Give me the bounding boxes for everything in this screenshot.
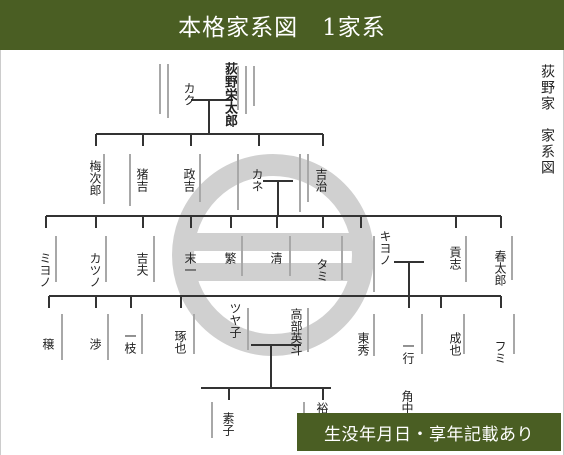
person-gen4: 穣 [41, 338, 55, 350]
person-gen4: 琢也 [173, 330, 187, 354]
person-gen3: ミヨノ [38, 252, 52, 288]
person-gen3: タミ [315, 258, 329, 282]
annotation-text [253, 66, 255, 106]
annotation-text [103, 154, 105, 204]
annotation-text [199, 154, 201, 202]
person-gen3: 貢志 [448, 246, 462, 270]
side-title: 荻野家 家系図 [539, 64, 555, 176]
annotation-text [373, 236, 375, 292]
info-badge-text: 生没年月日・享年記載あり [324, 424, 534, 445]
annotation-text [299, 154, 301, 212]
header-banner: 本格家系図 1家系 [0, 0, 564, 50]
annotation-text [513, 314, 515, 354]
annotation-text [167, 64, 169, 118]
person-founder-wife: カク [182, 82, 196, 106]
annotation-text [247, 308, 249, 350]
person-gen3: 春太郎 [493, 250, 507, 286]
annotation-text [61, 314, 63, 360]
person-gen5: 裕 [315, 402, 329, 414]
person-gen2: 猪吉 [135, 168, 149, 192]
person-gen2: カネ [250, 168, 264, 192]
annotation-text [55, 236, 57, 282]
person-gen5: 角中 [400, 390, 414, 414]
person-gen4: 高部英斗 [289, 308, 303, 356]
person-gen5: 素子 [221, 412, 235, 436]
annotation-text [241, 236, 243, 276]
person-gen3: 末一 [183, 252, 197, 276]
person-gen4: 渉 [88, 338, 102, 350]
annotation-text [159, 64, 161, 114]
person-gen4: ツヤ子 [228, 302, 242, 338]
person-gen3: キヨノ [378, 230, 392, 266]
annotation-text [237, 154, 239, 210]
annotation-text [307, 308, 309, 352]
person-gen2: 梅次郎 [88, 160, 102, 196]
person-gen3: カツノ [88, 252, 102, 288]
person-gen3: 繁 [223, 252, 237, 264]
annotation-text [193, 314, 195, 354]
annotation-text [373, 314, 375, 356]
info-badge: 生没年月日・享年記載あり [297, 413, 561, 451]
family-tree: 荻野家 家系図 荻野栄太郎 カク 梅次郎 猪吉 政吉 カネ 吉治 ミヨノ カツノ… [0, 50, 564, 455]
annotation-text [341, 236, 343, 280]
person-gen3: 吉夫 [135, 252, 149, 276]
person-gen4: フミ [493, 340, 507, 364]
annotation-text [237, 66, 239, 110]
person-gen4: 東秀 [356, 332, 370, 356]
annotation-text [307, 154, 309, 202]
annotation-text [105, 236, 107, 282]
annotation-text [129, 154, 131, 206]
annotation-text [107, 314, 109, 360]
annotation-text [141, 314, 143, 354]
person-gen2: 吉治 [314, 168, 328, 192]
annotation-text [289, 236, 291, 276]
annotation-text [421, 314, 423, 354]
person-founder: 荻野栄太郎 [222, 62, 237, 127]
annotation-text [245, 66, 247, 114]
tree-lines [45, 99, 502, 400]
person-gen4: 一枝 [123, 330, 137, 354]
annotation-text [465, 236, 467, 282]
person-gen2: 政吉 [182, 168, 196, 192]
annotation-text [153, 236, 155, 282]
page-title: 本格家系図 1家系 [178, 15, 386, 41]
annotation-text [511, 236, 513, 280]
person-gen3: 清 [269, 252, 283, 264]
person-gen4: 一行 [401, 340, 415, 364]
annotation-text [211, 402, 213, 438]
annotation-text [463, 314, 465, 354]
person-gen4: 成也 [448, 332, 462, 356]
